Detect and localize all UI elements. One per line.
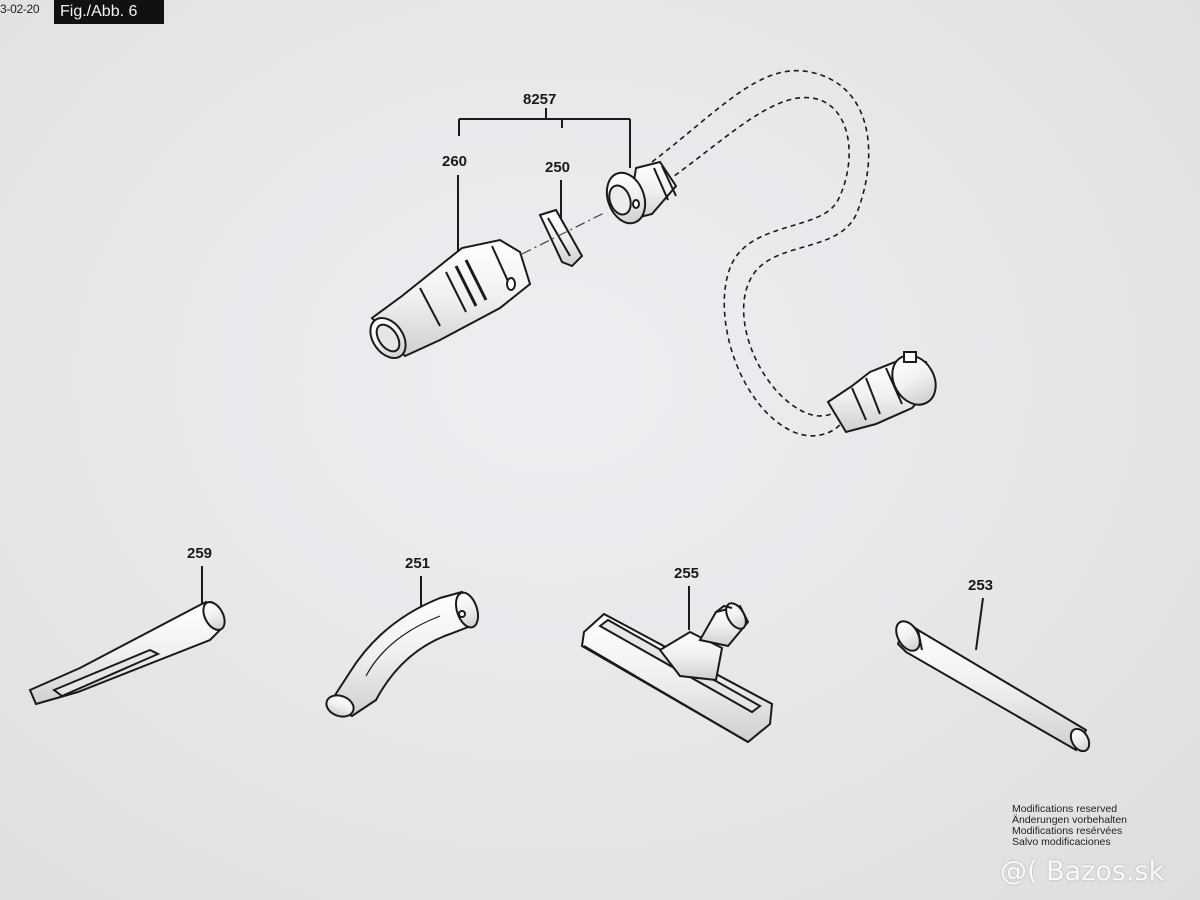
floor-nozzle-icon [580,602,774,744]
vacuum-hose-icon [605,69,937,437]
notice-line: Salvo modificaciones [1012,836,1111,848]
notice-line: Modifications resérvées [1012,825,1123,837]
figure-label: Fig./Abb. 6 [54,0,164,24]
part-number-260: 260 [442,153,467,170]
assembly-bracket [458,108,631,168]
modifications-notice: Modifications reserved Änderungen vorbeh… [1012,804,1127,848]
hose-adapter-icon [369,238,532,359]
notice-line: Änderungen vorbehalten [1012,814,1128,826]
part-number-251: 251 [405,555,430,572]
clip-icon [538,208,584,268]
notice-line: Modifications reserved [1012,803,1118,815]
watermark: @( Bazos.sk [1000,856,1165,887]
part-number-8257: 8257 [523,91,556,108]
part-number-255: 255 [674,565,699,582]
part-number-250: 250 [545,159,570,176]
extension-tube-icon [895,620,1091,753]
part-number-259: 259 [187,545,212,562]
date-label: 3-02-20 [0,2,40,16]
crevice-nozzle-icon [28,600,226,706]
bent-tube-icon [325,590,480,718]
part-number-253: 253 [968,577,993,594]
